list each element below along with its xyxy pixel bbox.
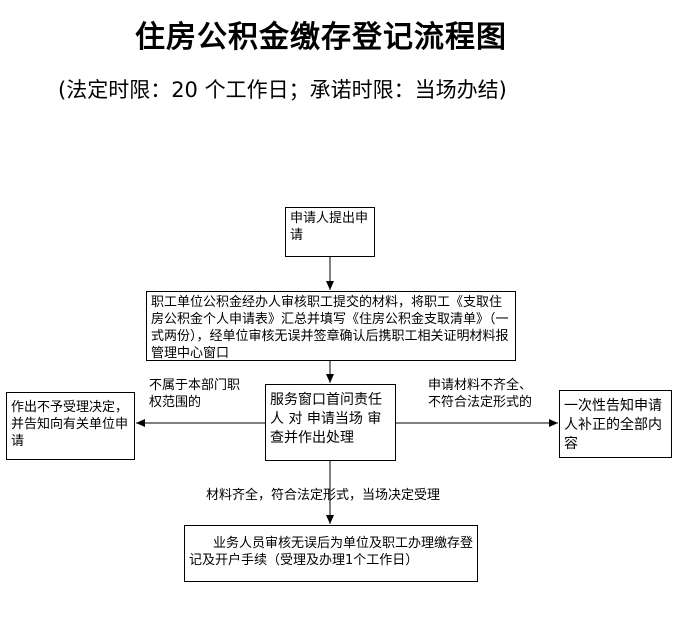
node-reject: 作出不予受理决定，并告知向有关单位申请: [6, 392, 135, 460]
node-applicant: 申请人提出申请: [285, 207, 375, 257]
node-process: 业务人员审核无误后为单位及职工办理缴存登记及开户手续（受理及办理1个工作日）: [184, 525, 478, 582]
label-to-supplement: 申请材料不齐全、不符合法定形式的: [428, 378, 533, 410]
node-unit-review: 职工单位公积金经办人审核职工提交的材料，将职工《支取住房公积金个人申请表》汇总并…: [146, 291, 516, 361]
node-supplement: 一次性告知申请人补正的全部内容: [559, 390, 672, 458]
label-to-reject: 不属于本部门职权范围的: [149, 378, 241, 410]
label-to-process: 材料齐全，符合法定形式，当场决定受理: [206, 488, 441, 503]
node-service-window: 服务窗口首问责任人 对 申请当场 审 查并作出处理: [265, 384, 396, 461]
page-title: 住房公积金缴存登记流程图: [135, 20, 507, 55]
page-subtitle: (法定时限：20 个工作日；承诺时限：当场办结): [58, 78, 507, 102]
